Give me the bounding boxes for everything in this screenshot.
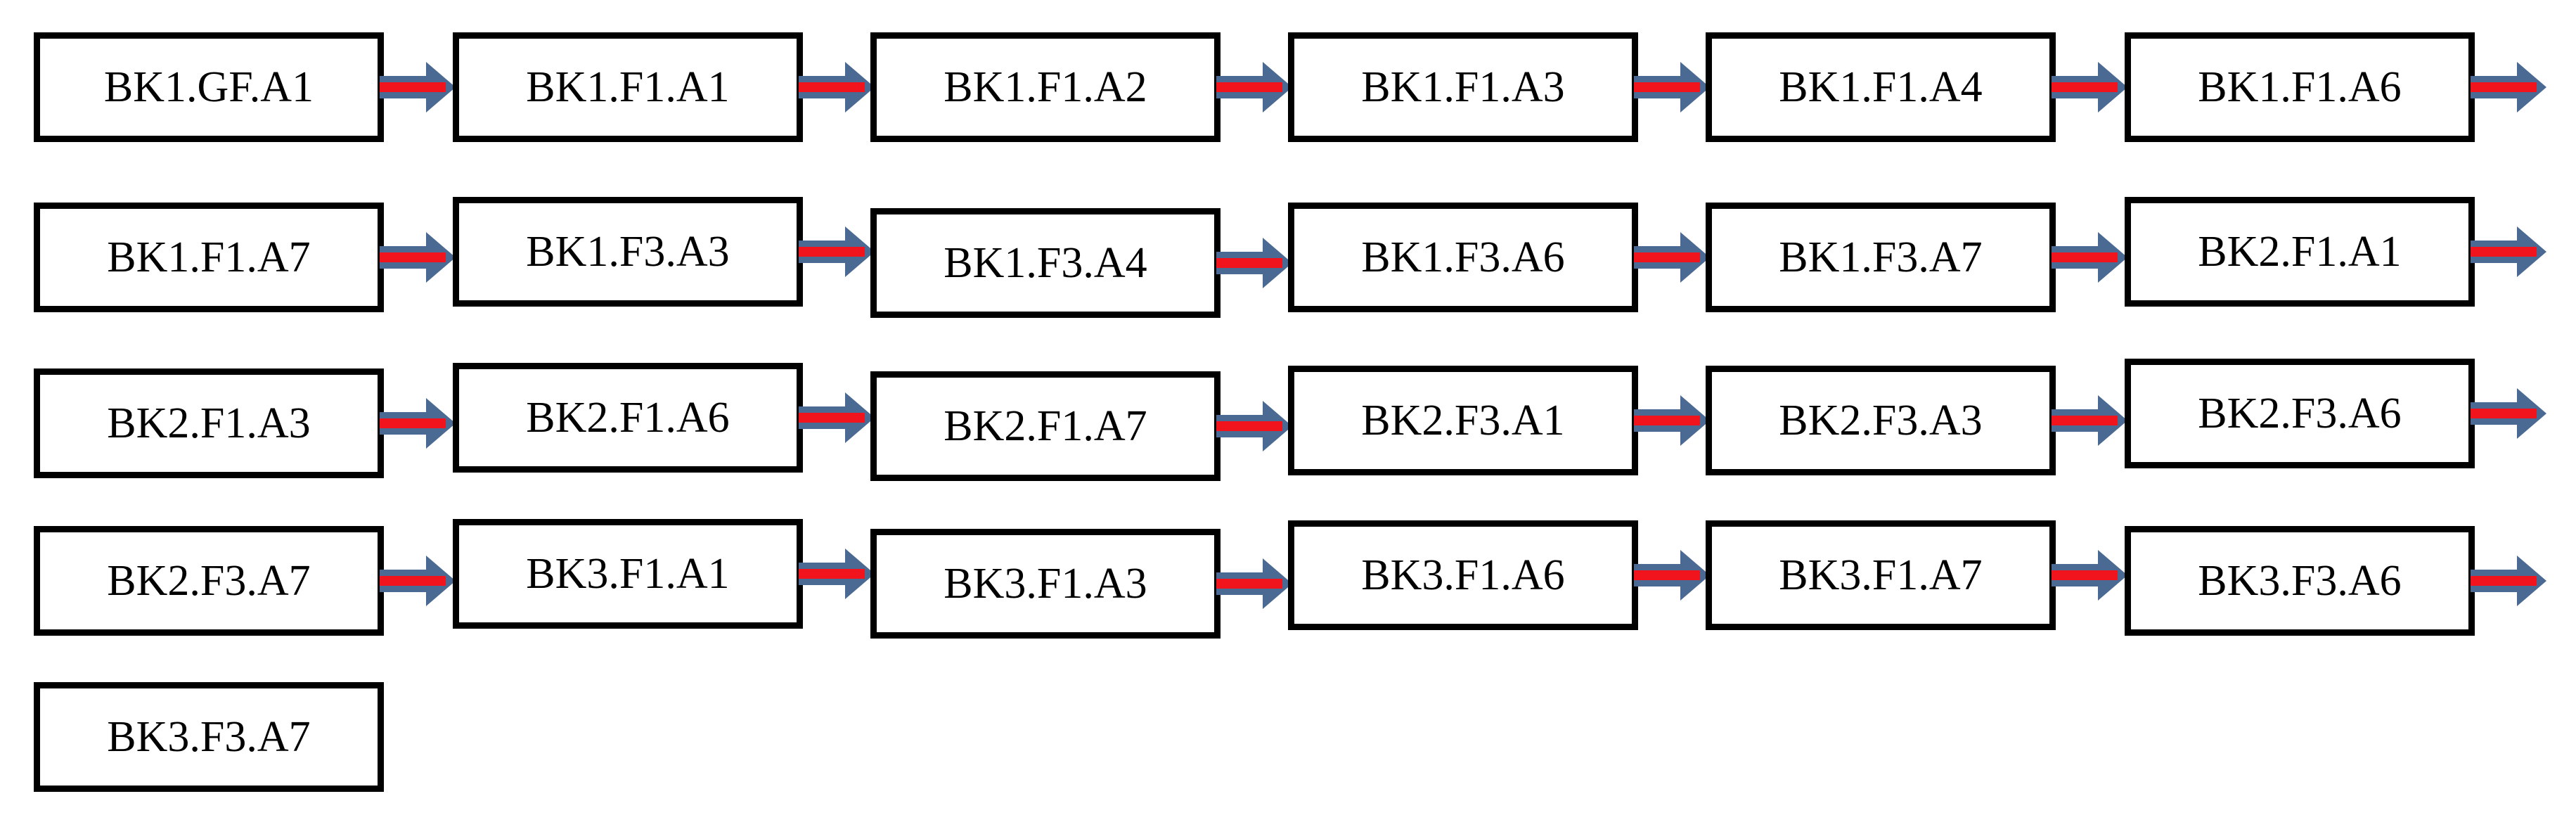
right-arrow-icon bbox=[799, 226, 875, 277]
right-arrow-icon bbox=[1216, 401, 1292, 451]
process-node: BK2.F1.A3 bbox=[34, 368, 384, 478]
process-node: BK2.F3.A1 bbox=[1288, 366, 1638, 475]
arrow-core bbox=[380, 576, 446, 586]
node-label: BK3.F1.A3 bbox=[944, 559, 1147, 608]
node-label: BK2.F1.A7 bbox=[944, 402, 1147, 450]
arrow-core bbox=[1634, 82, 1700, 92]
arrow-core bbox=[1216, 579, 1282, 589]
process-node: BK2.F3.A7 bbox=[34, 526, 384, 636]
node-label: BK2.F3.A7 bbox=[107, 556, 311, 605]
node-label: BK2.F3.A1 bbox=[1361, 396, 1565, 444]
node-label: BK3.F1.A6 bbox=[1361, 551, 1565, 599]
arrow-core bbox=[1634, 416, 1700, 425]
process-node: BK1.F1.A1 bbox=[453, 32, 803, 142]
process-node: BK2.F3.A6 bbox=[2125, 359, 2475, 468]
process-node: BK3.F1.A3 bbox=[870, 529, 1221, 639]
right-arrow-icon bbox=[1634, 395, 1710, 446]
arrow-core bbox=[1216, 82, 1282, 92]
right-arrow-icon bbox=[2471, 62, 2546, 113]
process-node: BK1.F1.A6 bbox=[2125, 32, 2475, 142]
node-label: BK1.F3.A4 bbox=[944, 238, 1147, 287]
process-node: BK2.F3.A3 bbox=[1706, 366, 2056, 475]
process-node: BK1.F1.A7 bbox=[34, 203, 384, 312]
node-label: BK1.GF.A1 bbox=[103, 63, 314, 111]
node-label: BK2.F3.A3 bbox=[1779, 396, 1983, 444]
arrow-core bbox=[380, 418, 446, 428]
arrow-core bbox=[2052, 252, 2118, 262]
arrow-core bbox=[1216, 421, 1282, 431]
process-node: BK1.F1.A4 bbox=[1706, 32, 2056, 142]
node-label: BK3.F1.A1 bbox=[526, 549, 730, 598]
right-arrow-icon bbox=[1216, 558, 1292, 609]
node-label: BK1.F3.A6 bbox=[1361, 233, 1565, 281]
process-node: BK2.F1.A1 bbox=[2125, 197, 2475, 307]
process-node: BK1.F3.A7 bbox=[1706, 203, 2056, 312]
arrow-core bbox=[2052, 416, 2118, 425]
process-node: BK1.F3.A6 bbox=[1288, 203, 1638, 312]
right-arrow-icon bbox=[799, 549, 875, 599]
right-arrow-icon bbox=[1216, 238, 1292, 288]
process-node: BK1.F3.A4 bbox=[870, 208, 1221, 318]
process-node: BK3.F1.A6 bbox=[1288, 520, 1638, 630]
node-label: BK2.F1.A6 bbox=[526, 393, 730, 442]
right-arrow-icon bbox=[2471, 388, 2546, 439]
right-arrow-icon bbox=[1634, 62, 1710, 113]
node-label: BK1.F3.A3 bbox=[526, 227, 730, 276]
process-node: BK3.F3.A7 bbox=[34, 682, 384, 792]
node-label: BK1.F1.A4 bbox=[1779, 63, 1983, 111]
arrow-core bbox=[1634, 570, 1700, 580]
arrow-core bbox=[2052, 82, 2118, 92]
right-arrow-icon bbox=[2471, 226, 2546, 277]
process-node: BK1.F3.A3 bbox=[453, 197, 803, 307]
right-arrow-icon bbox=[380, 556, 456, 606]
node-label: BK2.F3.A6 bbox=[2198, 389, 2402, 437]
arrow-core bbox=[380, 82, 446, 92]
node-label: BK3.F3.A7 bbox=[107, 712, 311, 761]
process-node: BK3.F3.A6 bbox=[2125, 526, 2475, 636]
process-node: BK1.GF.A1 bbox=[34, 32, 384, 142]
right-arrow-icon bbox=[380, 398, 456, 449]
node-label: BK2.F1.A3 bbox=[107, 399, 311, 447]
node-label: BK1.F1.A1 bbox=[526, 63, 730, 111]
right-arrow-icon bbox=[1634, 232, 1710, 283]
right-arrow-icon bbox=[2052, 550, 2127, 601]
node-label: BK1.F1.A2 bbox=[944, 63, 1147, 111]
arrow-core bbox=[1634, 252, 1700, 262]
arrow-core bbox=[799, 569, 865, 579]
process-node: BK2.F1.A7 bbox=[870, 371, 1221, 481]
arrow-core bbox=[2471, 247, 2537, 257]
right-arrow-icon bbox=[2052, 62, 2127, 113]
arrow-core bbox=[799, 82, 865, 92]
node-label: BK2.F1.A1 bbox=[2198, 227, 2402, 276]
node-label: BK1.F1.A3 bbox=[1361, 63, 1565, 111]
arrow-core bbox=[380, 252, 446, 262]
right-arrow-icon bbox=[1634, 550, 1710, 601]
right-arrow-icon bbox=[380, 232, 456, 283]
node-label: BK3.F3.A6 bbox=[2198, 556, 2402, 605]
right-arrow-icon bbox=[2052, 232, 2127, 283]
node-label: BK1.F3.A7 bbox=[1779, 233, 1983, 281]
right-arrow-icon bbox=[1216, 62, 1292, 113]
process-node: BK3.F1.A7 bbox=[1706, 520, 2056, 630]
arrow-core bbox=[799, 247, 865, 257]
process-node: BK1.F1.A3 bbox=[1288, 32, 1638, 142]
right-arrow-icon bbox=[2471, 556, 2546, 606]
node-label: BK3.F1.A7 bbox=[1779, 551, 1983, 599]
arrow-core bbox=[2052, 570, 2118, 580]
node-label: BK1.F1.A6 bbox=[2198, 63, 2402, 111]
arrow-core bbox=[799, 413, 865, 423]
right-arrow-icon bbox=[799, 392, 875, 443]
arrow-core bbox=[1216, 258, 1282, 268]
right-arrow-icon bbox=[799, 62, 875, 113]
node-label: BK1.F1.A7 bbox=[107, 233, 311, 281]
process-node: BK1.F1.A2 bbox=[870, 32, 1221, 142]
process-node: BK3.F1.A1 bbox=[453, 519, 803, 629]
arrow-core bbox=[2471, 409, 2537, 418]
right-arrow-icon bbox=[380, 62, 456, 113]
right-arrow-icon bbox=[2052, 395, 2127, 446]
arrow-core bbox=[2471, 82, 2537, 92]
process-node: BK2.F1.A6 bbox=[453, 363, 803, 473]
arrow-core bbox=[2471, 576, 2537, 586]
